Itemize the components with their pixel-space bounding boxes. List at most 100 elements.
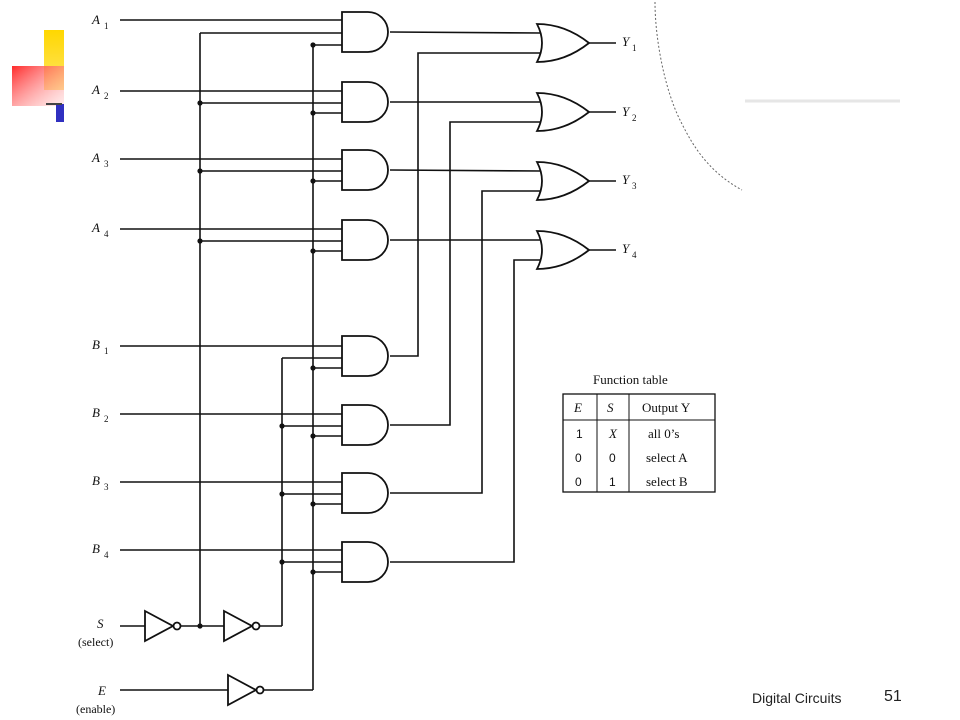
junction-dot bbox=[197, 100, 203, 106]
s-inverter-1-bubble bbox=[172, 621, 182, 631]
input-label-b2: B 2 bbox=[92, 405, 109, 424]
input-labels: A 1 A 2 A 3 A 4 B 1 B 2 B 3 B 4 bbox=[76, 12, 115, 716]
output-y2-sub: 2 bbox=[632, 113, 637, 123]
output-label-y1: Y 1 bbox=[622, 34, 637, 53]
function-table-title: Function table bbox=[593, 372, 668, 387]
or-gate-y2 bbox=[535, 92, 591, 132]
input-label-a1: A 1 bbox=[91, 12, 109, 31]
input-a3-letter: A bbox=[91, 150, 100, 165]
output-y1-sub: 1 bbox=[632, 43, 637, 53]
input-label-e: E (enable) bbox=[76, 683, 115, 716]
or-gate-y3 bbox=[535, 161, 591, 201]
and-a-to-or-line bbox=[389, 31, 542, 34]
junction-dot bbox=[197, 168, 203, 174]
function-table-row1-e: 1 bbox=[576, 427, 583, 441]
input-a1-letter: A bbox=[91, 12, 100, 27]
output-label-y3: Y 3 bbox=[622, 172, 637, 191]
junction-dot bbox=[279, 491, 285, 497]
input-b4-letter: B bbox=[92, 541, 100, 556]
junction-dot bbox=[310, 569, 316, 575]
output-y3-sub: 3 bbox=[632, 181, 637, 191]
function-table-row3-e: 0 bbox=[575, 475, 582, 489]
function-table-row3-out: select B bbox=[646, 474, 688, 489]
function-table-row1-s: X bbox=[608, 426, 618, 441]
or-gate-y4 bbox=[535, 230, 591, 270]
junction-dots bbox=[197, 42, 316, 629]
function-table-border bbox=[562, 393, 716, 493]
footer-course-title: Digital Circuits bbox=[752, 690, 842, 706]
and-gate-b2 bbox=[341, 404, 389, 446]
input-label-a3: A 3 bbox=[91, 150, 109, 169]
e-inverter bbox=[227, 673, 258, 707]
and-b-to-or-line bbox=[390, 190, 541, 494]
input-e-caption: (enable) bbox=[76, 702, 115, 716]
input-a2-letter: A bbox=[91, 82, 100, 97]
input-b2-sub: 2 bbox=[104, 414, 109, 424]
output-y4-letter: Y bbox=[622, 241, 631, 256]
function-table-row3-s: 1 bbox=[609, 475, 616, 489]
and-gate-b4 bbox=[341, 541, 389, 583]
logic-gates bbox=[144, 11, 591, 707]
or-gate-y1 bbox=[535, 23, 591, 63]
junction-dot bbox=[197, 238, 203, 244]
input-label-a4: A 4 bbox=[91, 220, 109, 239]
and-gate-b3 bbox=[341, 472, 389, 514]
input-a2-sub: 2 bbox=[104, 91, 109, 101]
input-label-b3: B 3 bbox=[92, 473, 109, 492]
input-s-letter: S bbox=[97, 616, 104, 631]
and-gate-a2 bbox=[341, 81, 389, 123]
input-label-s: S (select) bbox=[78, 616, 113, 649]
junction-dot bbox=[310, 248, 316, 254]
s-inverter-1 bbox=[144, 609, 175, 643]
input-label-b4: B 4 bbox=[92, 541, 109, 560]
s-inverter-2 bbox=[223, 609, 254, 643]
and-gate-a4 bbox=[341, 219, 389, 261]
junction-dot bbox=[279, 559, 285, 565]
function-table-row2-s: 0 bbox=[609, 451, 616, 465]
function-table: Function table E S Output Y 1 X all 0’s … bbox=[562, 372, 716, 493]
input-e-letter: E bbox=[97, 683, 106, 698]
and-b-to-or-line bbox=[390, 52, 541, 357]
input-a1-sub: 1 bbox=[104, 21, 109, 31]
input-b3-letter: B bbox=[92, 473, 100, 488]
output-y2-letter: Y bbox=[622, 104, 631, 119]
output-label-y4: Y 4 bbox=[622, 241, 637, 260]
input-s-caption: (select) bbox=[78, 635, 113, 649]
function-table-row2-out: select A bbox=[646, 450, 688, 465]
and-gate-b1 bbox=[341, 335, 389, 377]
function-table-header-output: Output Y bbox=[642, 400, 691, 415]
output-label-y2: Y 2 bbox=[622, 104, 637, 123]
output-y3-letter: Y bbox=[622, 172, 631, 187]
input-label-b1: B 1 bbox=[92, 337, 109, 356]
function-table-header-e: E bbox=[573, 400, 582, 415]
input-b2-letter: B bbox=[92, 405, 100, 420]
input-a3-sub: 3 bbox=[104, 159, 109, 169]
junction-dot bbox=[310, 110, 316, 116]
decorative-dashed-curve bbox=[654, 1, 743, 191]
function-table-row1-out: all 0’s bbox=[648, 426, 679, 441]
s-inverter-2-bubble bbox=[251, 621, 261, 631]
e-inverter-bubble bbox=[255, 685, 265, 695]
function-table-header-s: S bbox=[607, 400, 614, 415]
input-a4-letter: A bbox=[91, 220, 100, 235]
and-b-to-or-line bbox=[390, 121, 541, 426]
junction-dot bbox=[310, 42, 316, 48]
slide-logo bbox=[12, 30, 64, 122]
input-b1-sub: 1 bbox=[104, 346, 109, 356]
output-labels: Y 1 Y 2 Y 3 Y 4 bbox=[622, 34, 637, 260]
function-table-row2-e: 0 bbox=[575, 451, 582, 465]
footer-page-number: 51 bbox=[884, 688, 902, 705]
output-y4-sub: 4 bbox=[632, 250, 637, 260]
and-gate-a3 bbox=[341, 149, 389, 191]
output-y1-letter: Y bbox=[622, 34, 631, 49]
input-a4-sub: 4 bbox=[104, 229, 109, 239]
junction-dot bbox=[310, 365, 316, 371]
input-b1-letter: B bbox=[92, 337, 100, 352]
junction-dot bbox=[279, 423, 285, 429]
and-gate-a1 bbox=[341, 11, 389, 53]
input-b3-sub: 3 bbox=[104, 482, 109, 492]
and-a-to-or-line bbox=[389, 169, 542, 172]
junction-dot bbox=[197, 623, 203, 629]
junction-dot bbox=[310, 178, 316, 184]
